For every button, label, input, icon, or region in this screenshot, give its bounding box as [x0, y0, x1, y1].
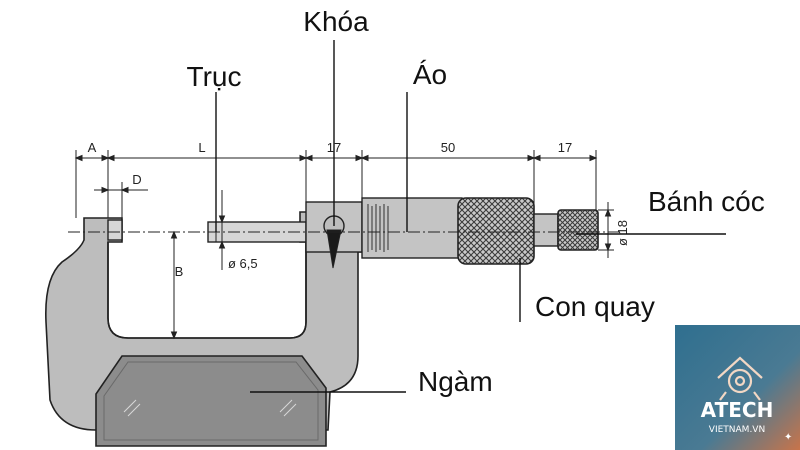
dim-17-right: 17 — [558, 140, 572, 155]
dim-a: A — [88, 140, 97, 155]
sparkle-icon: ✦ — [784, 432, 792, 443]
anvil — [107, 219, 123, 241]
dim-50: 50 — [441, 140, 455, 155]
sleeve — [361, 197, 463, 259]
label-ngam: Ngàm — [418, 366, 493, 397]
label-banh-coc: Bánh cóc — [648, 186, 765, 217]
logo-site: VIETNAM.VN — [709, 425, 765, 435]
label-khoa: Khóa — [303, 6, 369, 37]
logo-name: ATECH — [701, 398, 774, 422]
dim-l: L — [198, 140, 205, 155]
lock-lever — [326, 229, 342, 269]
dim-b: B — [175, 264, 184, 279]
dim-diameter-ratchet: ø 18 — [615, 220, 630, 246]
dimension-lines — [74, 150, 614, 340]
label-con-quay: Con quay — [535, 291, 655, 322]
house-gear-icon — [717, 356, 763, 401]
label-ao: Áo — [413, 59, 447, 90]
dim-diameter-spindle: ø 6,5 — [228, 256, 258, 271]
dim-d: D — [132, 172, 141, 187]
atech-logo: ATECH VIETNAM.VN ✦ — [675, 325, 800, 450]
sleeve-graduations — [367, 204, 389, 252]
ratchet-shaft — [533, 213, 559, 247]
leader-lines — [215, 40, 726, 393]
label-truc: Trục — [187, 61, 242, 92]
ngam-plate — [95, 355, 327, 447]
thimble — [457, 197, 535, 265]
ratchet-knob — [557, 209, 599, 251]
